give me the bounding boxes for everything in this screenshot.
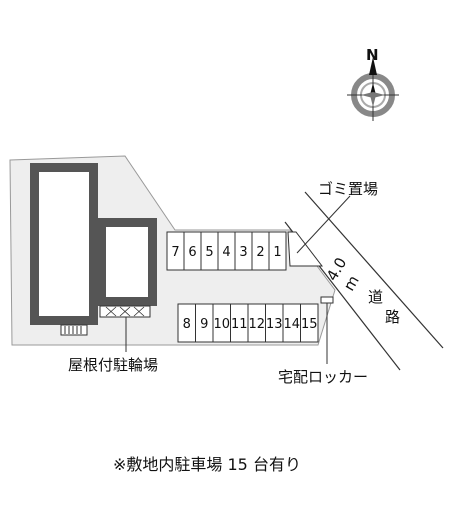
parking-upper-space-1: [268, 231, 287, 271]
compass-rose-icon: [347, 57, 399, 121]
parking-upper-space-number: 5: [205, 245, 213, 260]
garbage-area: [287, 231, 324, 267]
parking-upper-space-number: 3: [239, 245, 247, 260]
parking-lower-space-number: 11: [231, 317, 248, 332]
delivery-locker-label: 宅配ロッカー: [278, 368, 368, 386]
parking-upper-space-number: 1: [273, 245, 281, 260]
parking-lower-space-number: 10: [213, 317, 230, 332]
footnote-parking-count: ※敷地内駐車場 15 台有り: [113, 455, 301, 474]
bicycle-parking-area: [99, 305, 151, 318]
parking-lower-space-number: 13: [266, 317, 283, 332]
road-edge-right: [304, 191, 444, 349]
road-label-2: 路: [385, 308, 400, 326]
parking-lower-space-number: 9: [200, 317, 208, 332]
building-secondary-inner: [106, 227, 148, 297]
compass-north-label: N: [366, 46, 379, 64]
parking-upper-space-number: 7: [171, 245, 179, 260]
parking-lower-space-number: 8: [183, 317, 191, 332]
road-label-1: 道: [368, 288, 383, 306]
garbage-leader-line: [296, 195, 351, 254]
parking-upper-space-number: 6: [188, 245, 196, 260]
building-main-inner: [39, 172, 89, 316]
building-entrance-grille: [60, 324, 88, 336]
parking-lower-space-15: [300, 303, 319, 343]
parking-upper-space-number: 2: [256, 245, 264, 260]
parking-lower-space-number: 12: [248, 317, 265, 332]
garbage-label: ゴミ置場: [318, 180, 378, 198]
parking-upper-space-number: 4: [222, 245, 230, 260]
parking-lower-space-number: 14: [283, 317, 300, 332]
bicycle-parking-label: 屋根付駐輪場: [68, 356, 158, 374]
parking-lower-space-number: 15: [301, 317, 318, 332]
delivery-locker-icon: [320, 296, 334, 304]
